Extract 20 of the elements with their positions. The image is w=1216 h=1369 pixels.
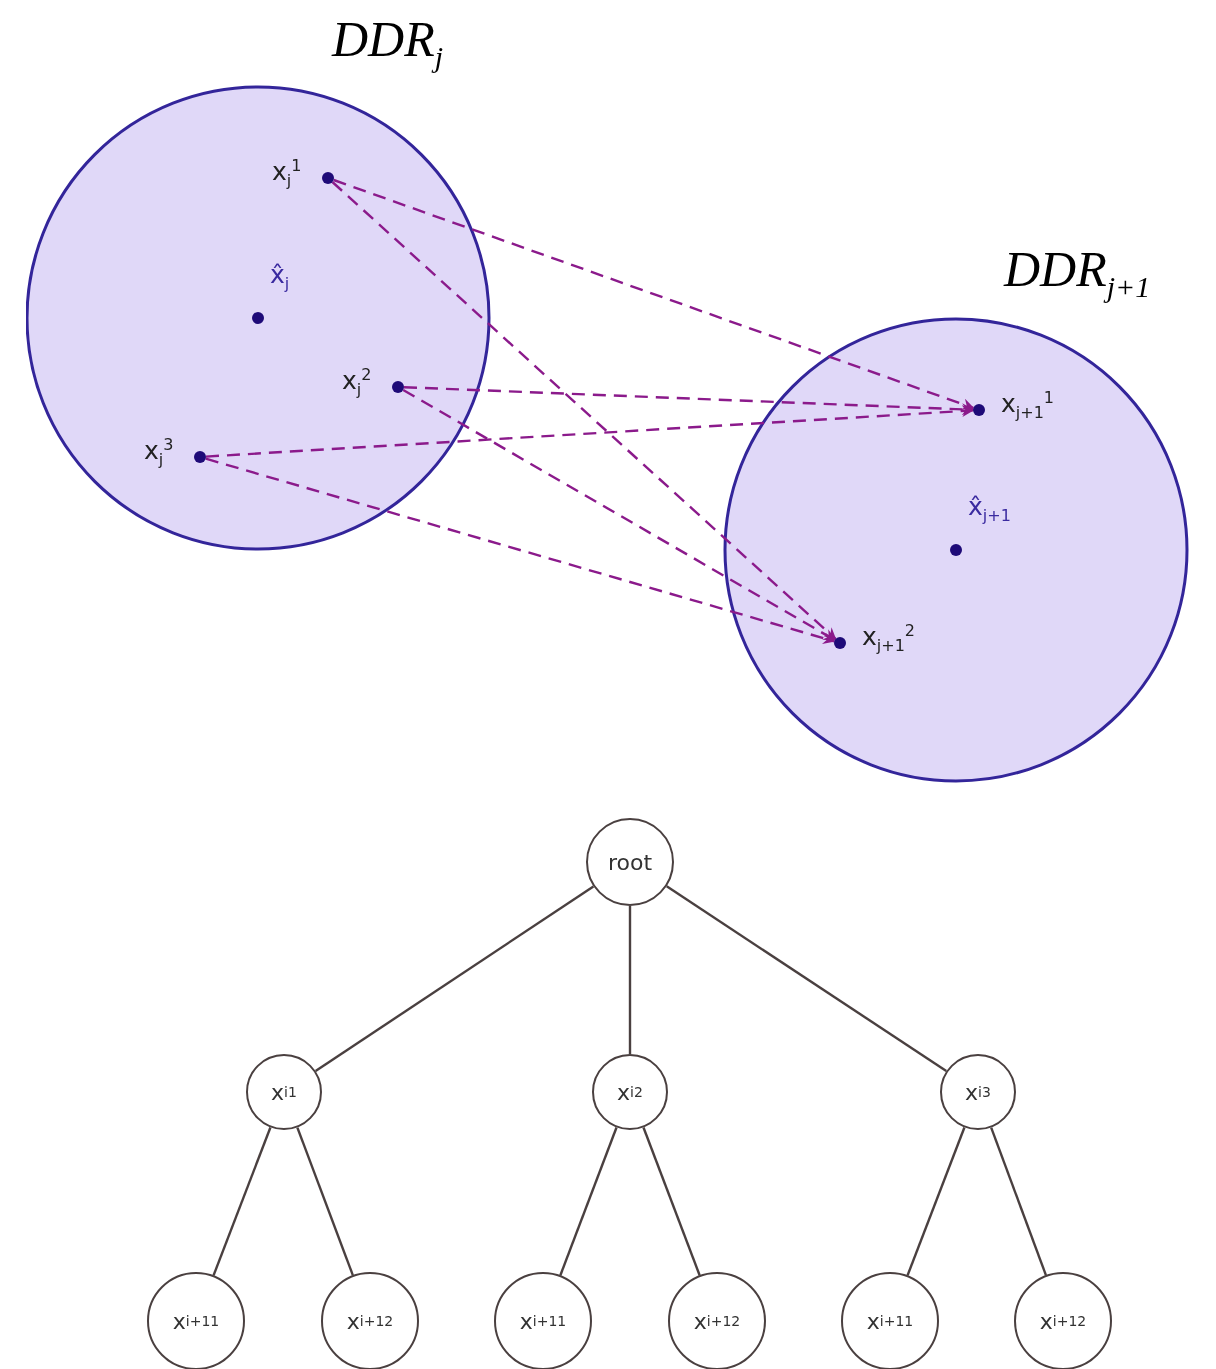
point-label: x̂$_{j+1}$ <box>968 494 1011 524</box>
connector-line <box>559 1127 618 1276</box>
region-title: DDR$_{j+1}$ <box>1004 244 1151 302</box>
dashed-arrow <box>333 178 975 410</box>
region-title: DDR$_{j}$ <box>332 14 444 72</box>
connector-line <box>314 885 595 1072</box>
connector-line <box>296 1127 354 1276</box>
dashed-arrow <box>205 457 836 644</box>
connector-line <box>642 1127 701 1276</box>
connector-line <box>212 1127 272 1276</box>
dashed-arrow <box>402 388 836 642</box>
dashed-arrow <box>205 405 974 458</box>
connector-line <box>666 885 947 1072</box>
connector-line <box>990 1127 1048 1276</box>
connector-line <box>906 1127 966 1276</box>
connector-line <box>628 906 632 1054</box>
dashed-arrow <box>331 181 837 640</box>
point-label: x̂$_{j}$ <box>270 262 290 292</box>
tree-node: root <box>586 818 674 906</box>
dashed-arrow <box>403 386 974 416</box>
